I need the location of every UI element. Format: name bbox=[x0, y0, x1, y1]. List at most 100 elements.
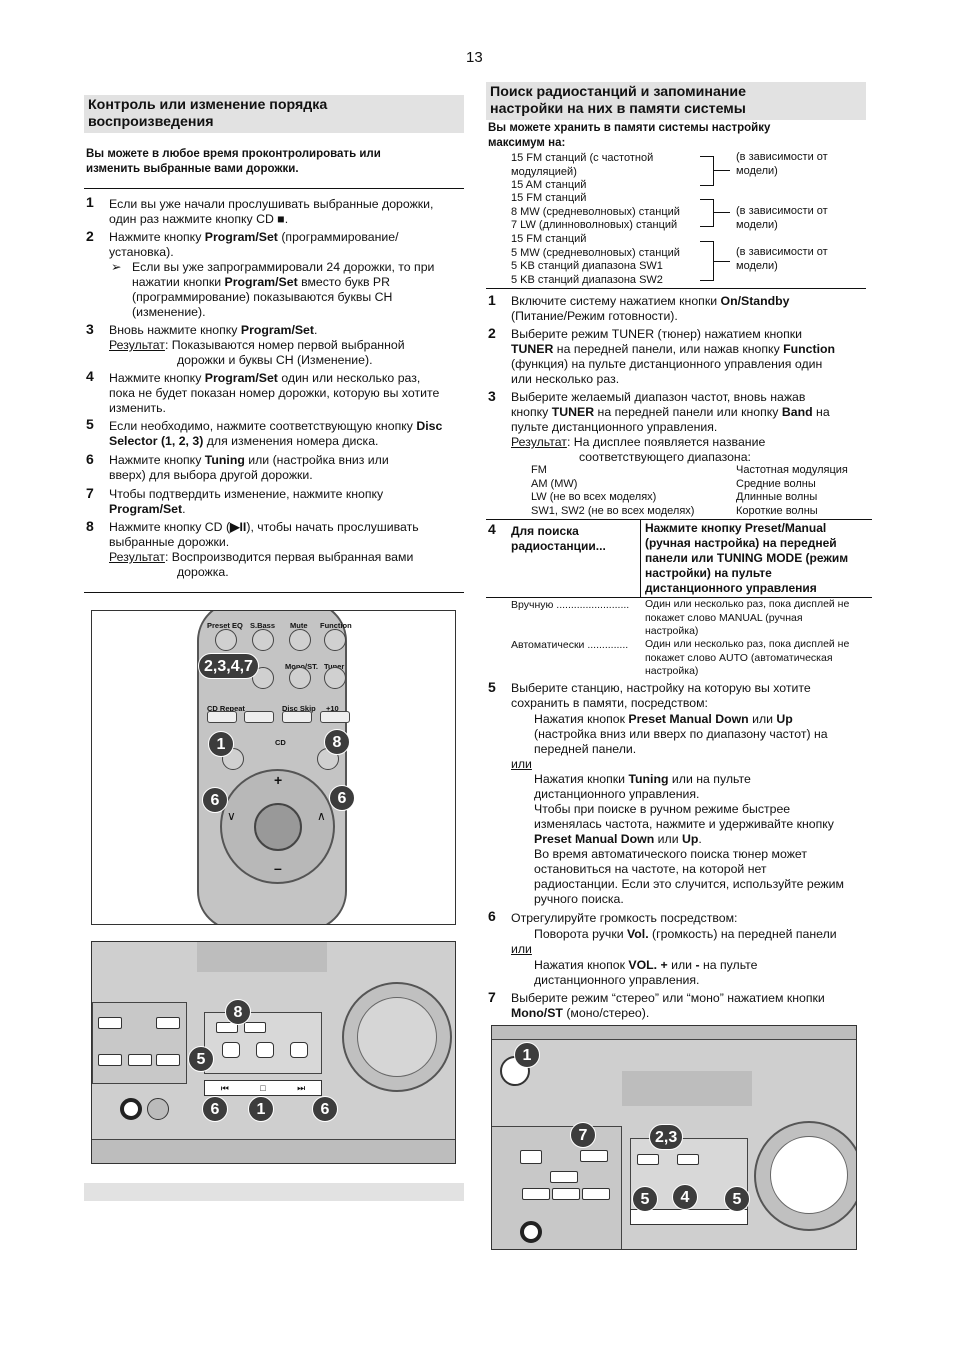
panel-button[interactable] bbox=[98, 1017, 122, 1029]
text: (программирование/ bbox=[277, 230, 399, 244]
text: на bbox=[812, 405, 830, 419]
text: Нажмите кнопку bbox=[109, 230, 205, 244]
skip-forward-icon[interactable]: ⏭ bbox=[297, 1082, 306, 1093]
button-name: On/Standby bbox=[720, 294, 790, 308]
panel-button[interactable] bbox=[128, 1054, 152, 1066]
memory-line: 5 KB станций диапазона SW2 bbox=[511, 273, 663, 286]
label-sbass: S.Bass bbox=[250, 621, 276, 630]
step-number: 7 bbox=[488, 989, 496, 1005]
auto-mode-label: Автоматически .............. bbox=[511, 639, 629, 651]
panel-button[interactable] bbox=[550, 1171, 578, 1183]
memory-line: 8 MW (средневолновых) станций bbox=[511, 205, 680, 218]
page-number: 13 bbox=[466, 49, 483, 66]
step-text: ручного поиска. bbox=[534, 892, 624, 906]
disc-selector-button[interactable] bbox=[290, 1042, 308, 1058]
nav-center-button[interactable] bbox=[254, 803, 302, 851]
disc-selector-button[interactable] bbox=[256, 1042, 274, 1058]
result-line: Результат: Показываются номер первой выб… bbox=[109, 338, 464, 353]
step-text: кнопку TUNER на передней панели или кноп… bbox=[511, 405, 866, 420]
display-window bbox=[622, 1071, 752, 1106]
footer-band bbox=[84, 1183, 464, 1201]
skip-back-icon[interactable]: ⏮ bbox=[220, 1082, 229, 1093]
panel-button[interactable] bbox=[520, 1150, 542, 1164]
step-text: Чтобы подтвердить изменение, нажмите кно… bbox=[109, 487, 384, 501]
text: на передней панели, или нажав кнопку bbox=[553, 342, 784, 356]
step-text: дистанционного управления. bbox=[534, 787, 700, 801]
mono-st-button[interactable] bbox=[289, 667, 311, 689]
step-text: Нажатия кнопок Preset Manual Down или Up bbox=[534, 712, 869, 727]
sbass-button[interactable] bbox=[252, 629, 274, 651]
front-panel-illustration: ⏮ □ ⏭ 8 5 6 1 6 bbox=[91, 941, 456, 1164]
panel-button[interactable] bbox=[522, 1188, 550, 1200]
step-text: пока не будет показан номер дорожки, кот… bbox=[109, 386, 440, 400]
panel-top-edge bbox=[492, 1026, 856, 1040]
divider bbox=[486, 288, 866, 289]
program-set-button[interactable] bbox=[252, 667, 274, 689]
memory-line: 5 MW (средневолновых) станций bbox=[511, 246, 680, 259]
button-name: Band bbox=[781, 405, 813, 419]
result-label: Результат bbox=[109, 338, 165, 352]
disc-skip-button[interactable] bbox=[282, 711, 312, 723]
mute-button[interactable] bbox=[289, 629, 311, 651]
text: Включите систему нажатием кнопки bbox=[511, 294, 721, 308]
note-line: модели) bbox=[736, 218, 778, 231]
step-2-note: Если вы уже запрограммировали 24 дорожки… bbox=[132, 260, 464, 320]
text: Нажмите кнопку bbox=[109, 371, 205, 385]
panel-button[interactable] bbox=[156, 1017, 180, 1029]
eject-button[interactable] bbox=[244, 711, 274, 723]
panel-section bbox=[92, 1002, 187, 1084]
panel-button[interactable] bbox=[552, 1188, 580, 1200]
button-name: VOL. + bbox=[628, 958, 668, 972]
callout-label: 5 bbox=[632, 1186, 658, 1212]
search-instructions: Нажмите кнопку Preset/Manual (ручная нас… bbox=[645, 521, 875, 596]
bracket bbox=[700, 241, 714, 281]
cd-repeat-button[interactable] bbox=[207, 711, 237, 723]
text: (громкость) на передней панели bbox=[648, 927, 837, 941]
radio-step-5-option-a: Нажатия кнопок Preset Manual Down или Up… bbox=[534, 712, 869, 757]
label-cd-repeat: CD Repeat bbox=[207, 704, 245, 713]
step-number: 6 bbox=[86, 451, 94, 467]
button-name: Tuning bbox=[204, 453, 245, 467]
button-name: Disc bbox=[416, 419, 443, 433]
step-text: радиостанции. Если это случится, использ… bbox=[534, 877, 844, 891]
search-label: Для поиска радиостанции... bbox=[511, 524, 606, 554]
step-text: Выберите режим “стерео” или “моно” нажат… bbox=[511, 991, 825, 1005]
search-line: Для поиска bbox=[511, 524, 579, 538]
panel-button[interactable] bbox=[98, 1054, 122, 1066]
result-label: Результат bbox=[511, 435, 567, 449]
step-text: Если вы уже начали прослушивать выбранны… bbox=[109, 197, 434, 211]
plus10-button[interactable] bbox=[320, 711, 350, 723]
function-button[interactable] bbox=[324, 629, 346, 651]
stop-icon[interactable]: □ bbox=[260, 1082, 266, 1093]
cd-play-pause-button[interactable] bbox=[244, 1022, 266, 1033]
step-text: Нажмите кнопку CD (▶II), чтобы начать пр… bbox=[109, 520, 464, 535]
panel-button[interactable] bbox=[156, 1054, 180, 1066]
step-text: один раз нажмите кнопку CD ■. bbox=[109, 212, 289, 226]
minus-icon: – bbox=[274, 860, 282, 876]
tuner-button[interactable] bbox=[324, 667, 346, 689]
label-function: Function bbox=[320, 621, 352, 630]
auto-mode-text: Один или несколько раз, пока дисплей не … bbox=[645, 638, 870, 679]
step-text: Mono/ST (моно/стерео). bbox=[511, 1006, 866, 1021]
preset-manual-button[interactable] bbox=[637, 1154, 659, 1165]
step-text: TUNER на передней панели, или нажав кноп… bbox=[511, 342, 866, 357]
band-row: LW (не во всех моделях)Длинные волны bbox=[531, 491, 851, 505]
text: : Показываются номер первой выбранной bbox=[164, 338, 405, 352]
panel-button[interactable] bbox=[582, 1188, 610, 1200]
radio-step-5-option-b: Нажатия кнопки Tuning или на пульте дист… bbox=[534, 772, 869, 907]
text: . bbox=[698, 832, 702, 846]
disc-selector-button[interactable] bbox=[222, 1042, 240, 1058]
step-number: 4 bbox=[86, 368, 94, 384]
panel-button[interactable] bbox=[216, 1022, 238, 1033]
knob[interactable] bbox=[147, 1098, 169, 1120]
tuner-button[interactable] bbox=[677, 1154, 699, 1165]
note-text: Если вы уже запрограммировали 24 дорожки… bbox=[132, 260, 435, 274]
step-4: Нажмите кнопку Program/Set один или неск… bbox=[109, 371, 464, 416]
mono-st-button[interactable] bbox=[580, 1150, 608, 1162]
button-name: Preset Manual Down bbox=[628, 712, 749, 726]
step-text: Selector (1, 2, 3) для изменения номера … bbox=[109, 434, 464, 449]
step-text: установка). bbox=[109, 245, 174, 259]
preset-eq-button[interactable] bbox=[215, 629, 237, 651]
memory-note: (в зависимости от модели) bbox=[736, 151, 828, 178]
section-heading-program: Контроль или изменение порядка воспроизв… bbox=[84, 95, 464, 133]
